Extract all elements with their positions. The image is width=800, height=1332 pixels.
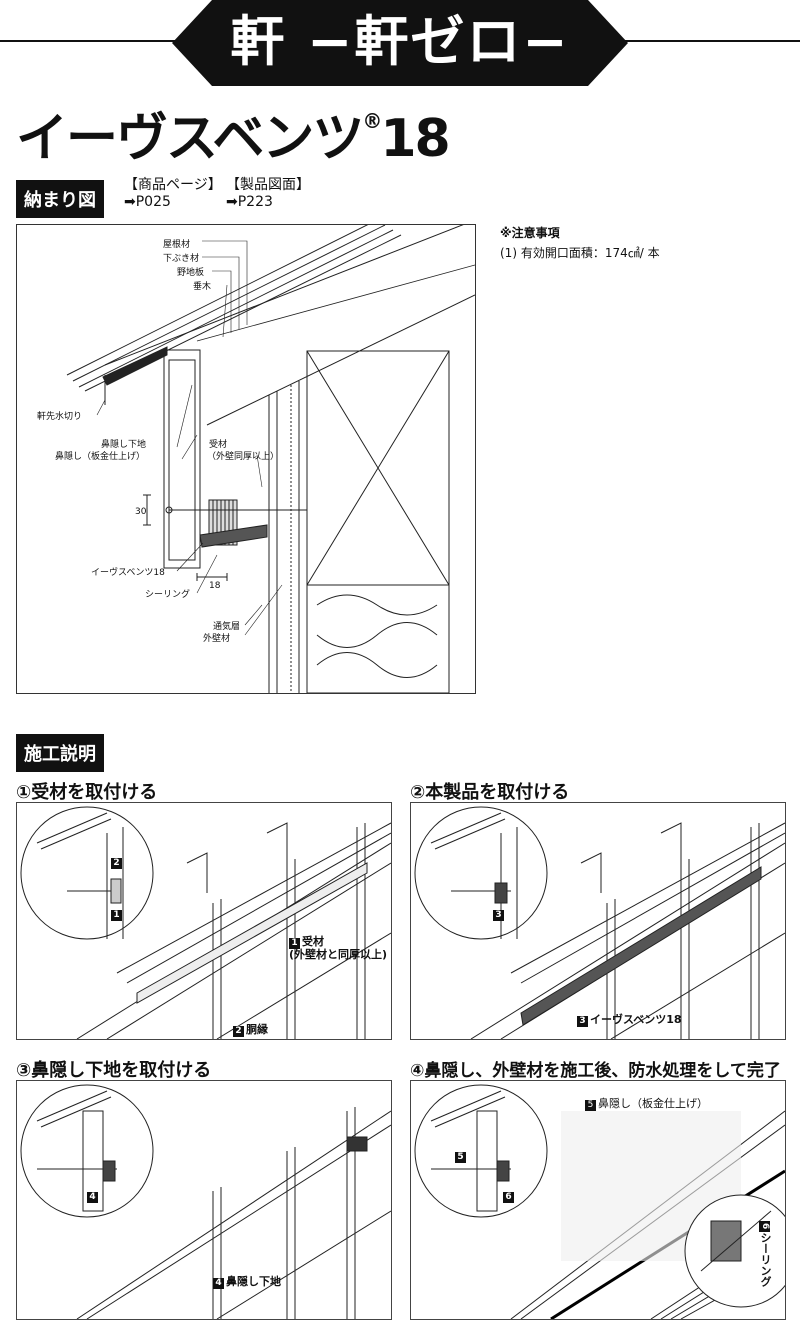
step-1-drawing <box>20 806 391 1039</box>
product-page-link[interactable]: ➡P025 <box>124 194 171 210</box>
label-vent: イーヴスベンツ18 <box>91 568 165 578</box>
construction-tag: 施工説明 <box>16 734 104 772</box>
dim-18: 18 <box>209 581 221 591</box>
label-fascia: 鼻隠し（板金仕上げ） <box>55 452 146 462</box>
s1-num-1: 1 <box>289 938 300 949</box>
label-fascia-base: 鼻隠し下地 <box>101 440 147 450</box>
section-diagram: 屋根材 下ぶき材 野地板 垂木 軒先水切り 鼻隠し下地 鼻隠し（板金仕上げ） 受… <box>16 219 476 695</box>
label-roof: 屋根材 <box>163 240 191 250</box>
s4-inset-num-5: 5 <box>455 1149 468 1163</box>
label-air-layer: 通気層 <box>213 622 241 632</box>
s4-label-sealing: 6シーリング <box>757 1221 773 1287</box>
registered-mark: ® <box>362 109 382 133</box>
notes-item: (1) 有効開口面積：174㎠/ 本 <box>500 246 660 260</box>
s4-inset-num-6: 6 <box>503 1189 516 1203</box>
label-sheathing: 野地板 <box>177 268 205 278</box>
s3-inset-num-4-badge: 4 <box>87 1192 98 1203</box>
s3-inset-num-4: 4 <box>87 1189 100 1203</box>
label-sealing: シーリング <box>145 590 191 600</box>
product-title: イーヴスベンツ®18 <box>16 96 451 171</box>
s2-num-3: 3 <box>577 1016 588 1027</box>
s2-inset-num-3-badge: 3 <box>493 910 504 921</box>
drawing-link[interactable]: ➡P223 <box>226 194 273 210</box>
banner-shape <box>172 0 628 86</box>
product-model: 18 <box>380 109 450 169</box>
product-page-label: 【商品ページ】 <box>124 177 222 193</box>
s3-text-4: 鼻隠し下地 <box>226 1275 281 1288</box>
step-3-drawing <box>20 1084 391 1319</box>
s1-inset-num-2: 2 <box>111 855 124 869</box>
s2-text-3: イーヴスベンツ18 <box>590 1013 682 1026</box>
drawing-ref[interactable]: 【製品図面】 ➡P223 <box>226 177 310 211</box>
step-4-title: ④鼻隠し、外壁材を施工後、防水処理をして完了 <box>410 1061 781 1081</box>
step-3-title: ③鼻隠し下地を取付ける <box>16 1060 212 1081</box>
step-4-drawing <box>414 1084 785 1319</box>
dim-30: 30 <box>135 507 147 517</box>
s1-text-1: 受材 <box>302 935 324 948</box>
label-drip: 軒先水切り <box>37 412 83 422</box>
s4-inset-num-6-badge: 6 <box>503 1192 514 1203</box>
label-underlay: 下ぶき材 <box>163 254 200 264</box>
label-siding: 外壁材 <box>203 634 231 644</box>
s4-text-5: 鼻隠し（板金仕上げ） <box>598 1097 708 1110</box>
s1-label-note: (外壁材と同厚以上) <box>289 948 388 961</box>
drawing-label: 【製品図面】 <box>226 177 310 193</box>
label-receiver-note: （外壁同厚以上） <box>207 452 280 462</box>
label-rafter: 垂木 <box>193 282 212 292</box>
label-receiver: 受材 <box>209 440 228 450</box>
s4-num-5: 5 <box>585 1100 596 1111</box>
s1-num-2: 2 <box>233 1026 244 1037</box>
s2-inset-num-3: 3 <box>493 907 506 921</box>
notes-heading: ※注意事項 <box>500 226 560 240</box>
s4-num-6: 6 <box>759 1221 770 1232</box>
product-page-ref[interactable]: 【商品ページ】 ➡P025 <box>124 177 222 211</box>
s4-inset-num-5-badge: 5 <box>455 1152 466 1163</box>
s4-text-6: シーリング <box>759 1232 772 1287</box>
s1-inset-num-1: 1 <box>111 907 124 921</box>
s1-text-2: 胴縁 <box>246 1023 268 1036</box>
step-2-title: ②本製品を取付ける <box>410 782 570 803</box>
step-1-title: ①受材を取付ける <box>16 782 158 803</box>
step-2-drawing <box>414 806 785 1039</box>
install-diagram-tag: 納まり図 <box>16 180 104 218</box>
s1-inset-num-1-badge: 1 <box>111 910 122 921</box>
section-drawing <box>66 219 476 695</box>
s1-inset-num-2-badge: 2 <box>111 858 122 869</box>
s3-num-4: 4 <box>213 1278 224 1289</box>
banner-title: 軒 −軒ゼロ− <box>230 10 570 73</box>
product-name: イーヴスベンツ <box>16 109 364 169</box>
